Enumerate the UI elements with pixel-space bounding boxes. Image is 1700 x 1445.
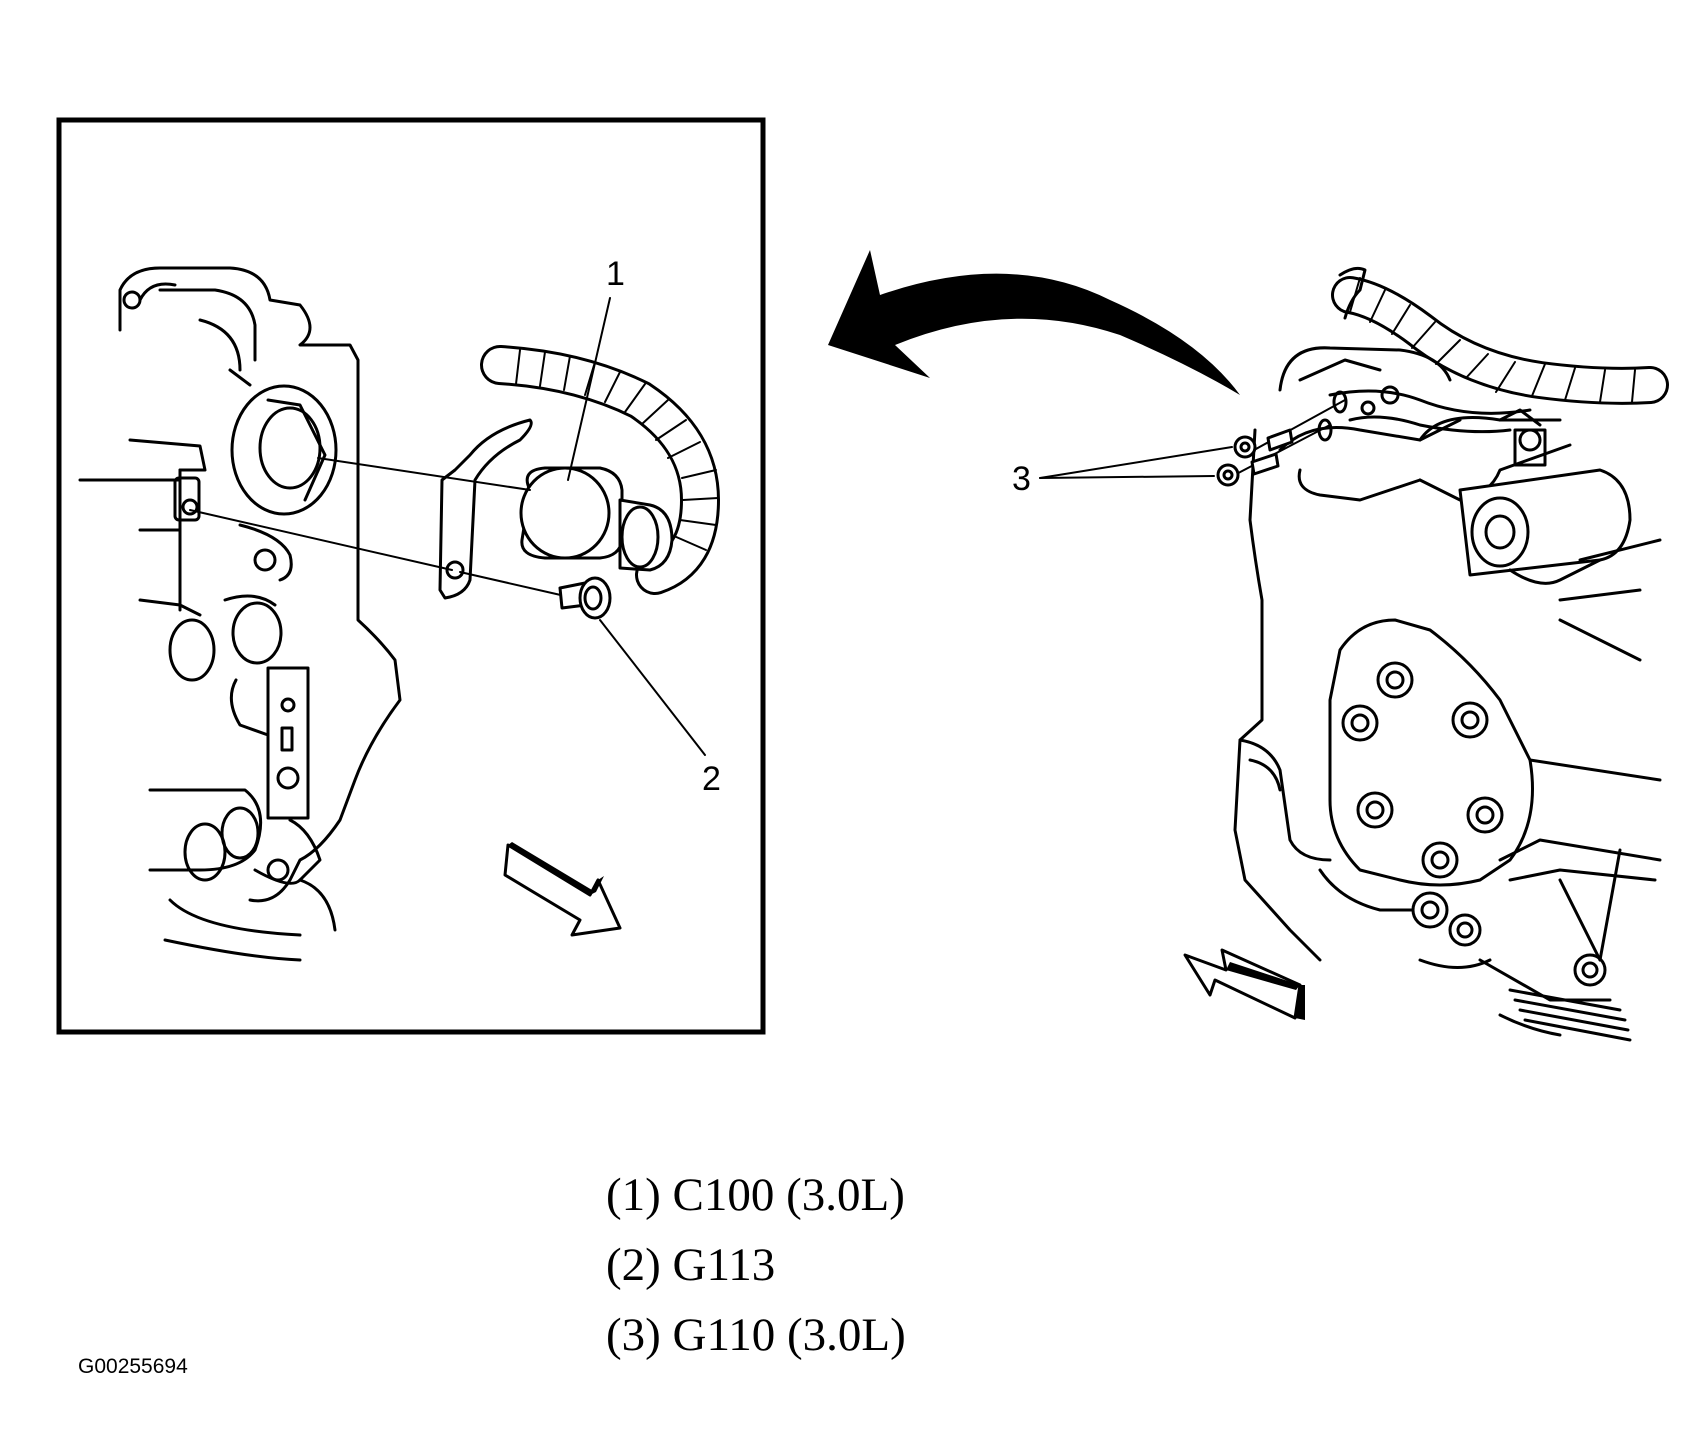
callout-3-leader-b	[1039, 475, 1215, 479]
detail-inset: 1 2	[56, 117, 766, 1035]
detail-pointer-arrow	[828, 250, 1240, 395]
figure-id: G00255694	[78, 1355, 188, 1378]
legend-item-3: (3) G110 (3.0L)	[606, 1309, 906, 1361]
legend: (1) C100 (3.0L) (2) G113 (3) G110 (3.0L)	[606, 1160, 906, 1370]
legend-item-2: (2) G113	[606, 1239, 776, 1291]
engine-overview-right: 3	[1012, 266, 1669, 1042]
callout-2-leader	[599, 619, 706, 756]
inset-frame	[56, 117, 766, 1035]
callout-1-leader	[567, 297, 611, 481]
ground-studs-g110	[1216, 390, 1348, 487]
callout-3: 3	[1012, 460, 1031, 498]
callout-3-leader-a	[1039, 446, 1233, 479]
callout-2: 2	[702, 760, 721, 798]
harness-connector-c100	[519, 466, 674, 572]
wiring-harness-left	[480, 345, 721, 595]
forward-direction-arrow-inset	[503, 842, 622, 937]
callout-1: 1	[606, 255, 625, 293]
ground-bolt-g113	[558, 576, 612, 620]
connector-bracket	[438, 418, 533, 600]
forward-direction-arrow-overview	[1183, 948, 1305, 1020]
engine-block-left	[78, 266, 402, 962]
legend-item-1: (1) C100 (3.0L)	[606, 1169, 905, 1221]
